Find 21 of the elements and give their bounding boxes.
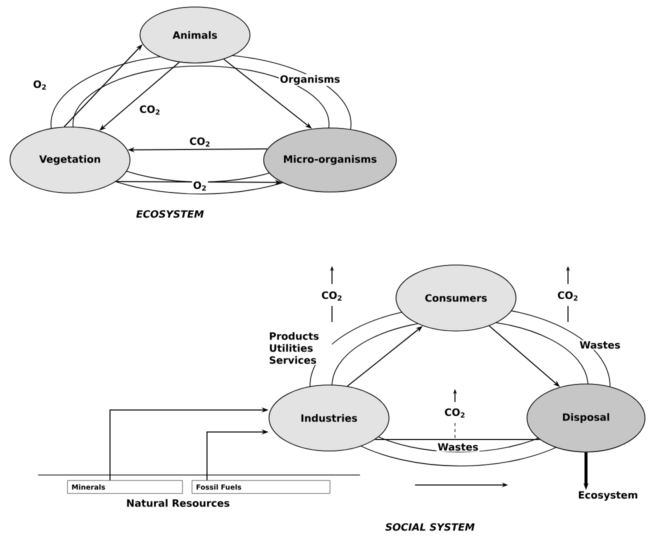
text-label: CO$_{2}$ bbox=[444, 408, 464, 418]
text-label: Natural Resources bbox=[127, 499, 230, 507]
edge-label: CO$_{2}$ bbox=[188, 136, 212, 148]
text-label: ECOSYSTEM bbox=[136, 210, 204, 218]
ellipse-node: Consumers bbox=[396, 264, 516, 332]
edge-label: Products Utilities Services bbox=[268, 331, 332, 365]
node-label: Ecosystem bbox=[578, 491, 638, 501]
edge-label: Wastes bbox=[578, 340, 622, 350]
ellipse-node: Animals bbox=[140, 6, 250, 64]
text-label: SOCIAL SYSTEM bbox=[385, 523, 475, 531]
edge-label: Organisms bbox=[278, 74, 342, 86]
text-label: CO$_{2}$ bbox=[558, 291, 578, 301]
ellipse-node: Disposal bbox=[526, 384, 646, 452]
ellipse-node: Micro-organisms bbox=[263, 128, 397, 192]
text-label: CO$_{2}$ bbox=[322, 291, 342, 301]
edge-label: O$_{2}$ bbox=[32, 79, 48, 91]
ellipse-node: Industries bbox=[268, 384, 390, 452]
edge-label: Wastes bbox=[436, 442, 480, 452]
edge-label: O$_{2}$ bbox=[192, 180, 208, 192]
ellipse-node: Vegetation bbox=[10, 126, 130, 194]
edge-label: CO$_{2}$ bbox=[138, 104, 162, 116]
